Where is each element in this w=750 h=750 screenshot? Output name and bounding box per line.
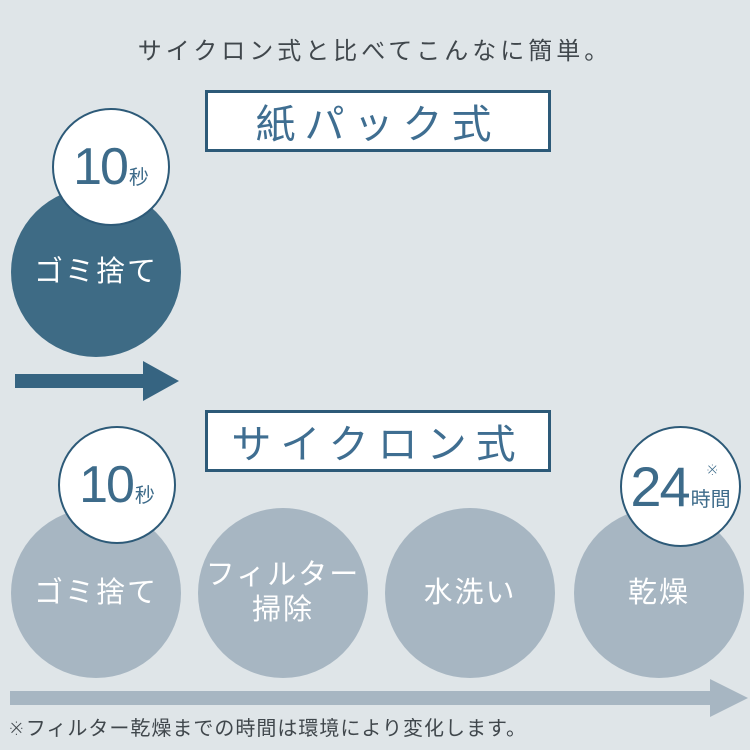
paper-pack-header: 紙パック式 (205, 90, 551, 152)
time-badge-value: 10 (73, 138, 129, 196)
paper-pack-arrow-shaft (15, 374, 147, 388)
step-label: ゴミ捨て (33, 576, 158, 609)
cyclone-step-water-wash: 水洗い (385, 508, 555, 678)
page-title: サイクロン式と比べてこんなに簡単。 (137, 38, 613, 65)
step-label: ゴミ捨て (33, 255, 158, 288)
step-label: 乾燥 (627, 576, 690, 609)
step-label-line1: フィルター (205, 559, 361, 592)
cyclone-timeline-arrow-head-icon (710, 679, 748, 717)
time-badge-value: 10 (79, 456, 135, 514)
duration-badge-text: 24 時間 (630, 454, 731, 518)
cyclone-step-filter-cleaning: フィルター 掃除 (198, 508, 368, 678)
paper-pack-time-badge: 10 秒 (52, 108, 170, 226)
cyclone-header: サイクロン式 (205, 410, 551, 472)
cyclone-header-label: サイクロン式 (231, 423, 525, 467)
time-badge-text: 10 秒 (79, 459, 155, 511)
paper-pack-header-label: 紙パック式 (255, 103, 501, 147)
footnote: ※フィルター乾燥までの時間は環境により変化します。 (8, 718, 527, 740)
duration-badge-unit: 時間 (690, 488, 731, 511)
time-badge-unit: 秒 (128, 167, 149, 189)
paper-pack-arrow-head-icon (143, 361, 179, 401)
cyclone-timeline-arrow-shaft (10, 691, 712, 705)
footnote-reference-mark: ※ (705, 462, 719, 479)
time-badge-text: 10 秒 (73, 141, 149, 193)
duration-badge-value: 24 (630, 454, 690, 518)
step-label-line2: 掃除 (251, 594, 314, 626)
step-label: 水洗い (423, 576, 517, 609)
cyclone-time-badge: 10 秒 (58, 426, 176, 544)
cyclone-duration-badge: 24 時間 ※ (620, 426, 741, 547)
time-badge-unit: 秒 (134, 485, 155, 507)
